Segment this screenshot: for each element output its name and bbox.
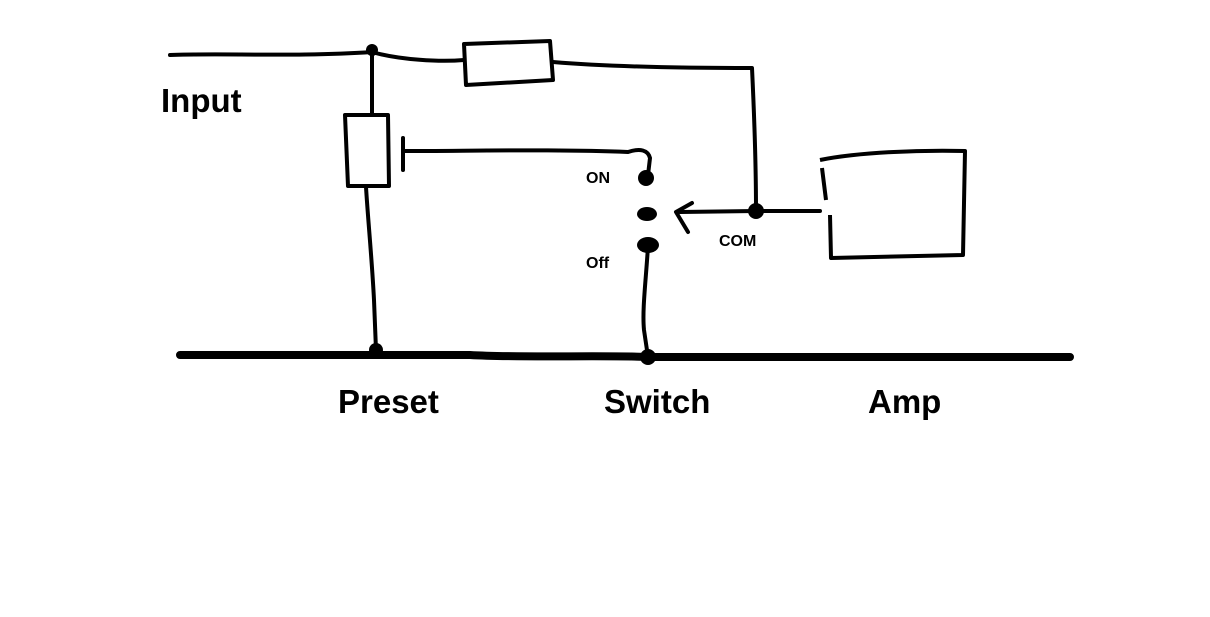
switch-on-contact — [638, 170, 654, 186]
com-label: COM — [719, 233, 757, 250]
preset-potentiometer — [343, 113, 391, 188]
preset-wiper — [401, 136, 652, 177]
input-junction-dot — [366, 44, 378, 56]
off-label: Off — [586, 255, 610, 272]
preset-bottom-wire — [364, 185, 378, 352]
ground-line — [176, 351, 1074, 361]
input-label: Input — [161, 82, 242, 119]
switch-label: Switch — [604, 383, 711, 420]
resistor-to-com-wire — [551, 60, 758, 212]
switch-off-wire — [641, 244, 650, 359]
preset-ground-dot — [369, 343, 383, 357]
switch-com-contact — [637, 207, 657, 221]
amp-label: Amp — [868, 383, 942, 420]
input-wire — [168, 50, 466, 63]
switch-off-contact — [637, 237, 659, 253]
switch-arrow — [674, 201, 694, 234]
preset-label: Preset — [338, 383, 439, 420]
resistor — [462, 39, 555, 87]
com-junction-dot — [748, 203, 764, 219]
amp-box — [819, 148, 967, 260]
on-label: ON — [586, 170, 610, 187]
switch-ground-dot — [640, 349, 656, 365]
